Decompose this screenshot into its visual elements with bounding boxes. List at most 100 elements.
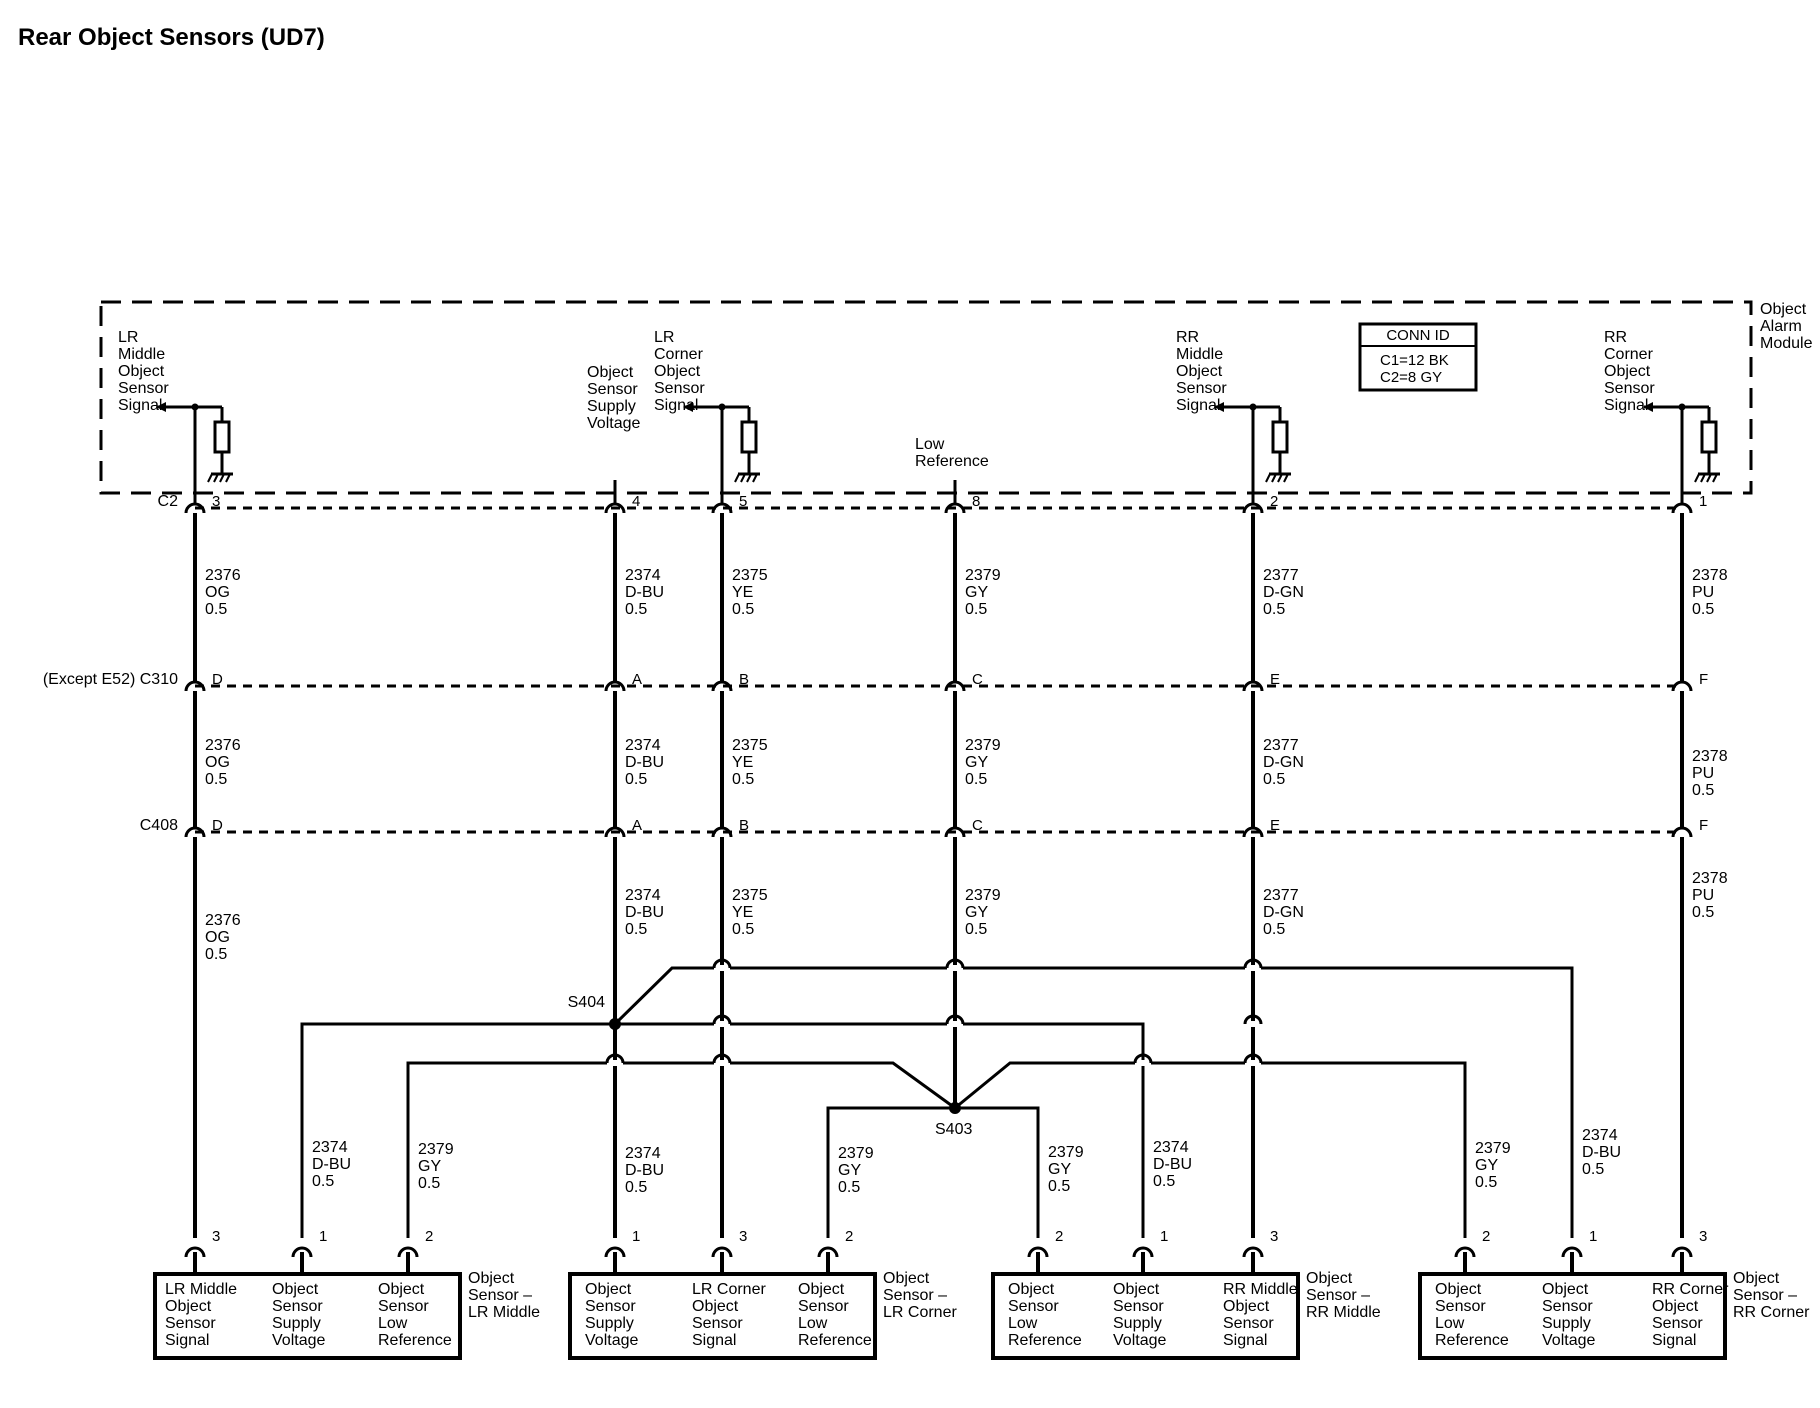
wire-gauge: 0.5 [1263, 601, 1285, 618]
resistor-icon [740, 420, 758, 454]
ground-hatch [1700, 473, 1706, 483]
connector-pin-icon [604, 502, 626, 514]
wire-lowref-to-rr-corner [954, 1061, 1467, 1238]
wire-crossover-icon [945, 958, 965, 969]
conn-id-line: C2=8 GY [1380, 369, 1442, 386]
wire-circuit: 2375 [732, 567, 768, 584]
splice-s403-label: S403 [935, 1121, 972, 1138]
connector-pin-label: F [1699, 817, 1708, 834]
sensor-name: Object [1306, 1270, 1353, 1287]
hop-mask [947, 965, 963, 971]
wire-color: GY [838, 1162, 861, 1179]
module-signal-label: Object [654, 363, 701, 380]
sensor-pin-icon [1242, 1246, 1264, 1258]
wire-circuit: 2374 [625, 1145, 661, 1162]
sensor-terminal-label: Sensor [1008, 1298, 1059, 1315]
connector-pin-label: E [1270, 671, 1280, 688]
ground-hatch [1712, 473, 1718, 483]
wire-crossover-icon [712, 1053, 732, 1064]
sensor-terminal-label: Object [585, 1281, 632, 1298]
wire-gauge: 0.5 [1263, 921, 1285, 938]
wire-color: D-GN [1263, 584, 1304, 601]
wire-circuit: 2374 [312, 1139, 348, 1156]
wire-gauge: 0.5 [205, 601, 227, 618]
connector-pin-label: A [632, 817, 642, 834]
wire-color: GY [1048, 1161, 1071, 1178]
sensor-pin-number: 3 [1699, 1228, 1707, 1245]
connector-pin-label: E [1270, 817, 1280, 834]
sensor-pin-icon [1454, 1246, 1476, 1258]
connector-pin-label: D [212, 671, 223, 688]
module-signal-label: Sensor [654, 380, 705, 397]
sensor-terminal-label: Low [798, 1315, 828, 1332]
wire-crossover-icon [1243, 1014, 1263, 1025]
sensor-terminal-label: Reference [798, 1332, 872, 1349]
sensor-name: RR Corner [1733, 1304, 1810, 1321]
wire-color: D-BU [312, 1156, 351, 1173]
wire-circuit: 2374 [1153, 1139, 1189, 1156]
sensor-name: Object [468, 1270, 515, 1287]
wire-supply-to-rr-corner [613, 966, 1574, 1238]
wire-circuit: 2379 [965, 737, 1001, 754]
module-signal-label: RR [1604, 329, 1627, 346]
wire-gauge: 0.5 [1582, 1161, 1604, 1178]
resistor-icon [1700, 420, 1718, 454]
wire-color: PU [1692, 887, 1714, 904]
module-signal-label: Sensor [587, 381, 638, 398]
sensor-terminal-label: Low [1435, 1315, 1465, 1332]
sensor-terminal-label: Sensor [378, 1298, 429, 1315]
sensor-pin-icon [1132, 1246, 1154, 1258]
sensor-terminal-label: RR Middle [1223, 1281, 1298, 1298]
sensor-name: LR Middle [468, 1304, 540, 1321]
ground-hatch [1265, 473, 1271, 483]
sensor-terminal-label: Voltage [1113, 1332, 1166, 1349]
module-signal-label: Sensor [1604, 380, 1655, 397]
sensor-box [568, 1272, 877, 1360]
wire-color: D-GN [1263, 904, 1304, 921]
connector-pin-icon [711, 680, 733, 692]
wire-circuit: 2379 [1048, 1144, 1084, 1161]
ground-hatch [740, 473, 746, 483]
sensor-pin-icon [817, 1246, 839, 1258]
sensor-pin-number: 2 [1482, 1228, 1490, 1245]
module-signal-label: Object [1176, 363, 1223, 380]
splice-s404-label: S404 [568, 994, 605, 1011]
module-signal-label: RR [1176, 329, 1199, 346]
sensor-pin-number: 2 [1055, 1228, 1063, 1245]
sensor-name: RR Middle [1306, 1304, 1381, 1321]
connector-pin-icon [1671, 826, 1693, 838]
wire-gauge: 0.5 [732, 601, 754, 618]
wire-color: GY [965, 584, 988, 601]
sensor-name: Sensor – [1733, 1287, 1797, 1304]
sensor-terminal-label: Sensor [692, 1315, 743, 1332]
wire-gauge: 0.5 [205, 946, 227, 963]
sensor-pin-number: 2 [425, 1228, 433, 1245]
wire-crossover-icon [605, 1053, 625, 1064]
connector-pin-icon [711, 502, 733, 514]
sensor-name: LR Corner [883, 1304, 957, 1321]
sensor-terminal-label: Object [378, 1281, 425, 1298]
wire-gauge: 0.5 [732, 921, 754, 938]
wire-color: D-GN [1263, 754, 1304, 771]
wire-circuit: 2375 [732, 737, 768, 754]
sensor-box [991, 1272, 1300, 1360]
sensor-pin-icon [1671, 1246, 1693, 1258]
wire-circuit: 2376 [205, 737, 241, 754]
sensor-terminal-label: Voltage [585, 1332, 638, 1349]
wire-gauge: 0.5 [625, 921, 647, 938]
sensor-terminal-label: Supply [1542, 1315, 1591, 1332]
page-title: Rear Object Sensors (UD7) [18, 24, 325, 51]
sensor-pin-icon [1027, 1246, 1049, 1258]
